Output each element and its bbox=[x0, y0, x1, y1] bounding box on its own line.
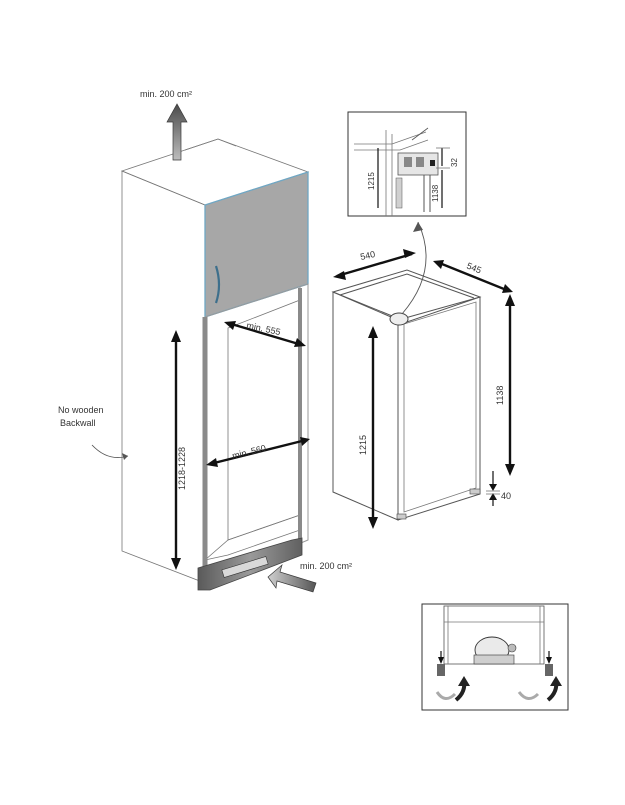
niche-height-dimension bbox=[171, 330, 181, 570]
detail-height-label: 1215 bbox=[367, 172, 376, 190]
min-width-top-dimension bbox=[224, 321, 306, 347]
min-width-mid-label: min. 560 bbox=[231, 443, 267, 461]
foot-front bbox=[396, 513, 407, 520]
upper-door bbox=[204, 171, 309, 318]
plinth-slot bbox=[221, 556, 269, 578]
up-arrow-icon bbox=[166, 103, 188, 161]
vent-bottom-label: min. 200 cm² bbox=[300, 561, 352, 571]
appliance-front bbox=[397, 296, 481, 521]
hinge-height-dimension bbox=[505, 294, 515, 476]
appliance-width-label: 540 bbox=[359, 249, 376, 262]
niche-back bbox=[227, 299, 301, 541]
appliance bbox=[331, 269, 482, 521]
appliance-top bbox=[331, 269, 482, 323]
hinge-top bbox=[389, 312, 409, 326]
appliance-top-rail bbox=[339, 273, 475, 299]
hinge-detail-inset bbox=[347, 111, 467, 217]
appliance-door-border bbox=[403, 301, 477, 513]
hinge-height-label: 1138 bbox=[495, 386, 505, 405]
detail-leader bbox=[401, 221, 427, 315]
no-backwall-label-line1: No wooden bbox=[58, 405, 104, 415]
curved-arrow-icon bbox=[91, 444, 129, 459]
foot-height-label: 40 bbox=[501, 491, 511, 501]
detail-hinge-label: 1138 bbox=[431, 184, 440, 202]
compressor-icon bbox=[473, 636, 517, 665]
vent-top-label: min. 200 cm² bbox=[140, 89, 192, 99]
cabinet bbox=[120, 138, 310, 591]
foot-height-dimension bbox=[486, 471, 500, 506]
cabinet-left-side bbox=[121, 170, 206, 584]
appliance-depth-dimension bbox=[433, 260, 513, 293]
door-handle bbox=[214, 265, 221, 304]
no-backwall-label-line2: Backwall bbox=[60, 418, 96, 428]
hinge-bottom bbox=[469, 488, 481, 495]
appliance-height-label: 1215 bbox=[358, 435, 368, 455]
appliance-side bbox=[332, 291, 399, 521]
appliance-height-dimension bbox=[368, 326, 378, 529]
foot-detail-inset bbox=[421, 603, 569, 711]
airflow-arrow-icon bbox=[267, 563, 317, 593]
min-width-mid-dimension bbox=[206, 437, 310, 467]
niche-height-label: 1218-1228 bbox=[177, 447, 187, 490]
appliance-width-dimension bbox=[333, 249, 416, 280]
cabinet-lip bbox=[184, 138, 237, 151]
detail-gap-label: 32 bbox=[450, 158, 459, 167]
